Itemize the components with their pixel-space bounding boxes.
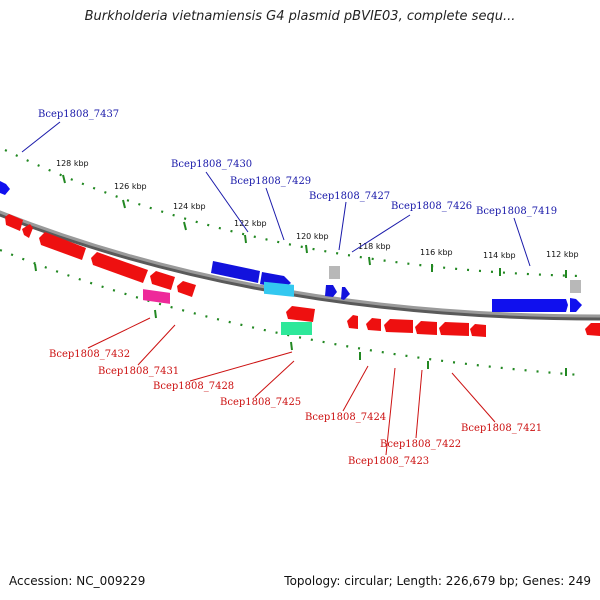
gene-forward[interactable] <box>570 298 582 312</box>
gene-reverse[interactable] <box>177 281 196 297</box>
gene-reverse[interactable] <box>5 214 23 231</box>
reverse-genes <box>5 214 600 337</box>
tick-label: 128 kbp <box>56 159 89 168</box>
gene-reverse[interactable] <box>366 318 381 331</box>
gene-reverse[interactable] <box>415 321 437 335</box>
gene-label-reverse[interactable]: Bcep1808_7431 <box>98 366 179 377</box>
gene-label-forward[interactable]: Bcep1808_7429 <box>230 176 311 187</box>
gene-forward[interactable] <box>341 287 350 300</box>
tick-labels: 128 kbp 126 kbp 124 kbp 122 kbp 120 kbp … <box>56 159 579 260</box>
tick-label: 116 kbp <box>420 248 453 257</box>
gene-label-reverse[interactable]: Bcep1808_7421 <box>461 423 542 434</box>
inner-major-ticks <box>34 263 567 376</box>
gene-reverse[interactable] <box>22 224 33 238</box>
gene-reverse[interactable] <box>439 322 469 336</box>
gene-reverse[interactable] <box>150 271 175 290</box>
gene-forward[interactable] <box>492 299 568 312</box>
outer-major-ticks <box>62 174 567 278</box>
gene-label-reverse[interactable]: Bcep1808_7432 <box>49 349 130 360</box>
accession-text: Accession: NC_009229 <box>9 574 146 588</box>
inner-scale-ring <box>0 248 581 377</box>
gene-label-forward[interactable]: Bcep1808_7427 <box>309 191 390 202</box>
tick-label: 126 kbp <box>114 182 147 191</box>
gene-highlight-magenta[interactable] <box>143 289 170 304</box>
gene-label-forward[interactable]: Bcep1808_7430 <box>171 159 252 170</box>
gene-reverse[interactable] <box>91 252 148 283</box>
gene-reverse[interactable] <box>286 306 315 322</box>
gene-label-reverse[interactable]: Bcep1808_7424 <box>305 412 386 423</box>
gene-label-forward[interactable]: Bcep1808_7426 <box>391 201 472 212</box>
gene-reverse[interactable] <box>39 232 86 260</box>
gene-highlight-green[interactable] <box>281 322 312 335</box>
gene-label-reverse[interactable]: Bcep1808_7422 <box>380 439 461 450</box>
gene-highlight-cyan[interactable] <box>264 281 294 297</box>
gene-label-forward[interactable]: Bcep1808_7437 <box>38 109 119 120</box>
forward-genes <box>0 181 582 312</box>
page-title: Burkholderia vietnamiensis G4 plasmid pB… <box>84 9 516 24</box>
gene-reverse[interactable] <box>585 323 600 336</box>
gene-label-forward[interactable]: Bcep1808_7419 <box>476 206 557 217</box>
tick-label: 114 kbp <box>483 251 516 260</box>
reverse-gene-labels: Bcep1808_7432 Bcep1808_7431 Bcep1808_742… <box>49 349 542 467</box>
gene-forward[interactable] <box>325 285 337 297</box>
gene-forward[interactable] <box>211 261 260 283</box>
gene-label-reverse[interactable]: Bcep1808_7428 <box>153 381 234 392</box>
tick-label: 124 kbp <box>173 202 206 211</box>
tick-label: 120 kbp <box>296 232 329 241</box>
gene-gray[interactable] <box>329 266 340 279</box>
gene-gray[interactable] <box>570 280 581 293</box>
topology-summary: Topology: circular; Length: 226,679 bp; … <box>284 574 591 588</box>
gene-reverse[interactable] <box>384 319 413 333</box>
reverse-leader-lines <box>87 317 496 456</box>
forward-gene-labels: Bcep1808_7437 Bcep1808_7430 Bcep1808_742… <box>38 109 557 217</box>
tick-label: 122 kbp <box>234 219 267 228</box>
tick-label: 112 kbp <box>546 250 579 259</box>
gene-forward[interactable] <box>0 181 10 195</box>
tick-label: 118 kbp <box>358 242 391 251</box>
gene-label-reverse[interactable]: Bcep1808_7423 <box>348 456 429 467</box>
forward-leader-lines <box>21 121 531 267</box>
gene-label-reverse[interactable]: Bcep1808_7425 <box>220 397 301 408</box>
gene-reverse[interactable] <box>347 315 358 329</box>
gene-reverse[interactable] <box>470 324 486 337</box>
